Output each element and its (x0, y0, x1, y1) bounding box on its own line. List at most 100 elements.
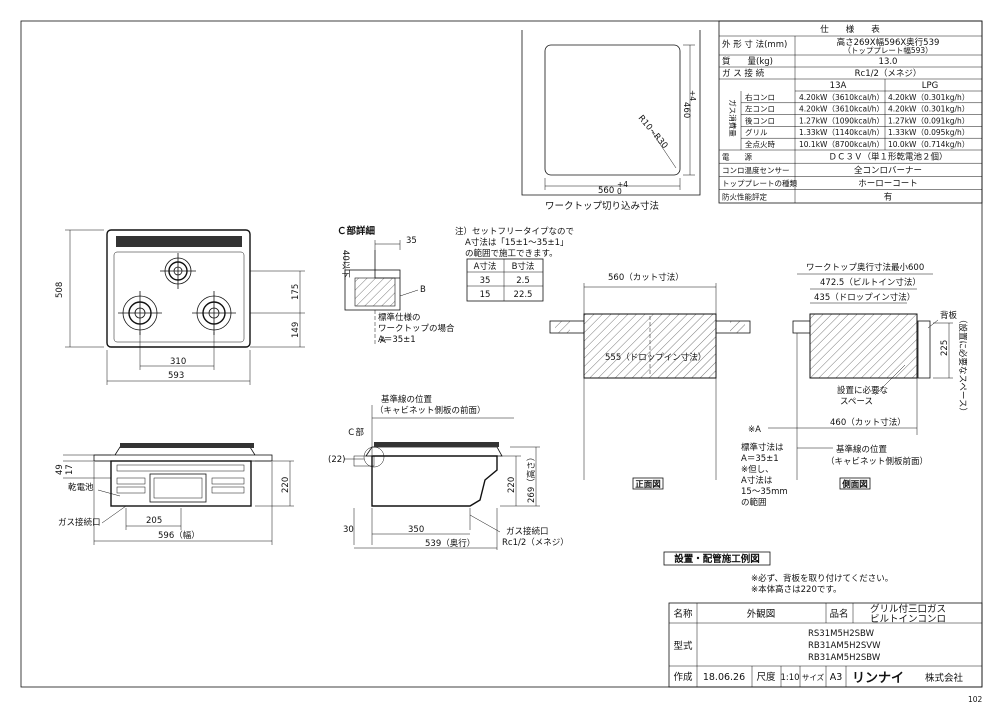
spec-row-gas-value: Rc1/2（メネジ） (855, 68, 922, 79)
top-plate (106, 229, 251, 348)
note-cell: 35 (480, 276, 491, 286)
gas-row-13a: 4.20kW（3610kcal/h） (799, 105, 884, 114)
gas-group-label: ガス消費量 (728, 99, 738, 137)
company-logo: リンナイ (852, 671, 904, 686)
gas-row-lpg: 1.33kW（0.095kg/h） (888, 128, 969, 137)
tb-name-label: 名称 (673, 608, 693, 620)
side-section-dropin: 435（ドロップイン寸法） (814, 292, 915, 303)
plan-view: 508 175 149 310 593 (55, 229, 305, 385)
side-gas-1: ガス接続口 (506, 526, 549, 537)
tb-made-label: 作成 (673, 671, 693, 683)
note-header-a: A寸法 (474, 261, 497, 272)
c-label-a: A (380, 336, 386, 346)
battery-label: 乾電池 (68, 482, 94, 493)
tb-size: A3 (830, 672, 843, 683)
gas-row-lpg: 4.20kW（0.301kg/h） (888, 93, 969, 102)
front-dim-17: 17 (65, 464, 75, 475)
note-cell: 22.5 (514, 290, 533, 300)
front-section-std-3: ※但し、 (741, 464, 774, 475)
cooker-body (110, 460, 252, 507)
front-section-std-5: 15～35mm (741, 487, 788, 497)
spec-tail-label: トッププレートの種類 (722, 178, 797, 188)
front-section-std-1: 標準寸法は (741, 442, 784, 453)
spec-tail-label: コンロ温度センサー (722, 165, 790, 175)
sheet-number: 102 (968, 695, 983, 704)
gas-row-lpg: 4.20kW（0.301kg/h） (888, 105, 969, 114)
cutout-width-tol0: 0 (617, 187, 622, 196)
spec-tail-value: ＤＣ３Ｖ（単１形乾電池２個） (828, 152, 947, 163)
note-line-3: の範囲で施工できます。 (465, 248, 558, 259)
front-section-std-2: A＝35±1 (741, 454, 779, 464)
plan-dim-508: 508 (55, 282, 65, 298)
front-section-star-a: ※A (748, 425, 761, 435)
gas-row-lpg: 10.0kW（0.714kg/h） (888, 140, 969, 149)
side-gas-2: Rc1/2（メネジ） (502, 537, 569, 548)
burner-left (118, 291, 162, 335)
gas-header-lpg: LPG (922, 81, 938, 91)
side-section-cut: 460（カット寸法） (830, 417, 906, 428)
grill-door (149, 473, 207, 503)
note-line-1: 注）セットフリータイプなので (455, 226, 574, 237)
spec-tail-rows: 電 源 ＤＣ３Ｖ（単１形乾電池２個） コンロ温度センサー 全コンロバーナートッププレー… (719, 152, 982, 202)
front-dim-49: 49 (55, 464, 65, 475)
tb-product-label: 品名 (829, 608, 848, 620)
cutout-height-tol: +4 (688, 90, 697, 101)
gas-row-label: 後コンロ (745, 115, 775, 125)
tb-model-label: 型式 (673, 640, 693, 652)
front-section-dropin: 555（ドロップイン寸法） (605, 352, 706, 363)
cutout-caption: ワークトップ切り込み寸法 (545, 200, 659, 212)
cutout-radius: R10~R30 (636, 114, 670, 152)
note-line-2: A寸法は「15±1～35±1」 (465, 237, 569, 248)
side-view: 基準線の位置 （キャビネット側板の前面） Ｃ部 (22) 220 269（高さ）… (328, 394, 569, 550)
gas-row-label: 全点火時 (745, 139, 775, 149)
c-dim-40: 40以下 (340, 250, 350, 278)
side-section-ref-2: （キャビネット側板前面） (826, 456, 928, 467)
sheet-border (20, 20, 983, 688)
front-dim-596: 596（幅） (158, 530, 200, 541)
note-cell: 15 (480, 290, 491, 300)
c-std-2: ワークトップの場合 (378, 323, 455, 334)
install-note-1: ※必ず、背板を取り付けてください。 (751, 573, 893, 584)
tb-scale: 1:10 (780, 673, 799, 683)
spec-row-mass-label: 質 量(kg) (722, 56, 773, 67)
c-std-3: A＝35±1 (378, 335, 416, 345)
company-suffix: 株式会社 (925, 672, 964, 684)
spec-tail-label: 電 源 (722, 153, 752, 162)
gas-row-13a: 4.20kW（3610kcal/h） (799, 93, 884, 102)
tb-scale-label: 尺度 (756, 671, 776, 683)
front-section-title: 正面図 (635, 480, 661, 490)
side-ref-2: （キャビネット側板の前面） (375, 405, 486, 416)
side-dim-350: 350 (408, 525, 424, 535)
front-section-cut: 560（カット寸法） (608, 272, 684, 283)
side-dim-269: 269（高さ） (526, 453, 537, 503)
side-section-d225: 225 (940, 340, 950, 356)
side-section-ref-1: 基準線の位置 (836, 444, 888, 455)
cutout-height: 460 (681, 102, 691, 118)
note-cell: 2.5 (516, 276, 530, 286)
tb-date: 18.06.26 (703, 672, 745, 683)
install-title: 設置・配管施工例図 (674, 553, 760, 565)
c-std-1: 標準仕様の (378, 312, 421, 323)
plan-dim-175: 175 (291, 284, 301, 300)
gas-row-13a: 10.1kW（8700kcal/h） (799, 140, 884, 149)
note-table: 注）セットフリータイプなので A寸法は「15±1～35±1」 の範囲で施工できま… (455, 226, 574, 302)
title-block: 名称 外観図 品名 グリル付三口ガス ビルトインコンロ 型式 RS31M5H2S… (668, 602, 983, 688)
spec-row-dimension-label: 外 形 寸 法(mm) (722, 39, 787, 50)
tb-product-1: グリル付三口ガス (870, 603, 946, 615)
side-c-part: Ｃ部 (347, 427, 365, 438)
side-section-space-2: スペース (840, 397, 873, 407)
spec-row-dimension-value: 高さ269X幅596X奥行539 (837, 37, 940, 48)
cutout-width: 560 (598, 186, 614, 196)
spec-tail-value: 全コンロバーナー (854, 165, 922, 176)
side-section-backboard: 背板 (940, 310, 958, 321)
side-section: ワークトップ奥行寸法最小600 472.5（ビルトイン寸法） 435（ドロップイ… (792, 262, 968, 490)
side-dim-30: 30 (343, 525, 354, 535)
plan-dim-149: 149 (291, 322, 301, 338)
spec-row-dimension-sub: （トッププレート幅593） (843, 45, 932, 55)
gas-row-label: グリル (745, 127, 768, 137)
side-section-builtin: 472.5（ビルトイン寸法） (820, 277, 921, 288)
c-detail: Ｃ部詳細 35 40以下 A B 標準仕様の ワークトップの場合 A＝35±1 (337, 225, 455, 346)
cutout-opening (544, 44, 681, 176)
